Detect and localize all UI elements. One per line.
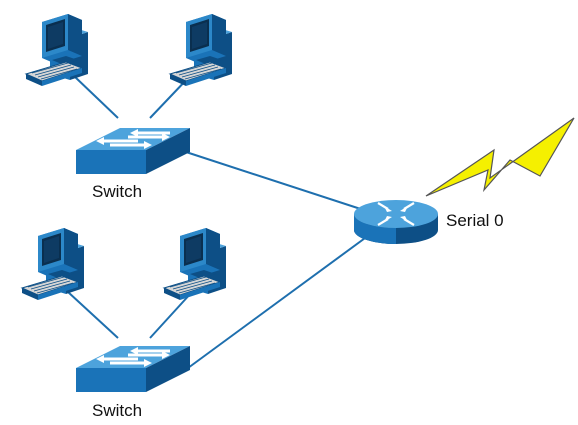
link-pc1-switch1: [74, 76, 118, 118]
switch-label-top: Switch: [92, 182, 142, 202]
link-pc4-switch2: [150, 292, 192, 338]
switch-icon: [76, 346, 190, 392]
serial-lightning-icon: [426, 118, 574, 196]
pc-icon: [22, 228, 84, 300]
router-icon: [354, 200, 438, 244]
router-interface-label: Serial 0: [446, 211, 504, 231]
pc-icon: [164, 228, 226, 300]
switch-icon: [76, 128, 190, 174]
pc-icon: [26, 14, 88, 86]
switch-label-bottom: Switch: [92, 401, 142, 421]
pc-icon: [170, 14, 232, 86]
link-switch1-router: [186, 152, 376, 214]
link-pc3-switch2: [68, 292, 118, 338]
